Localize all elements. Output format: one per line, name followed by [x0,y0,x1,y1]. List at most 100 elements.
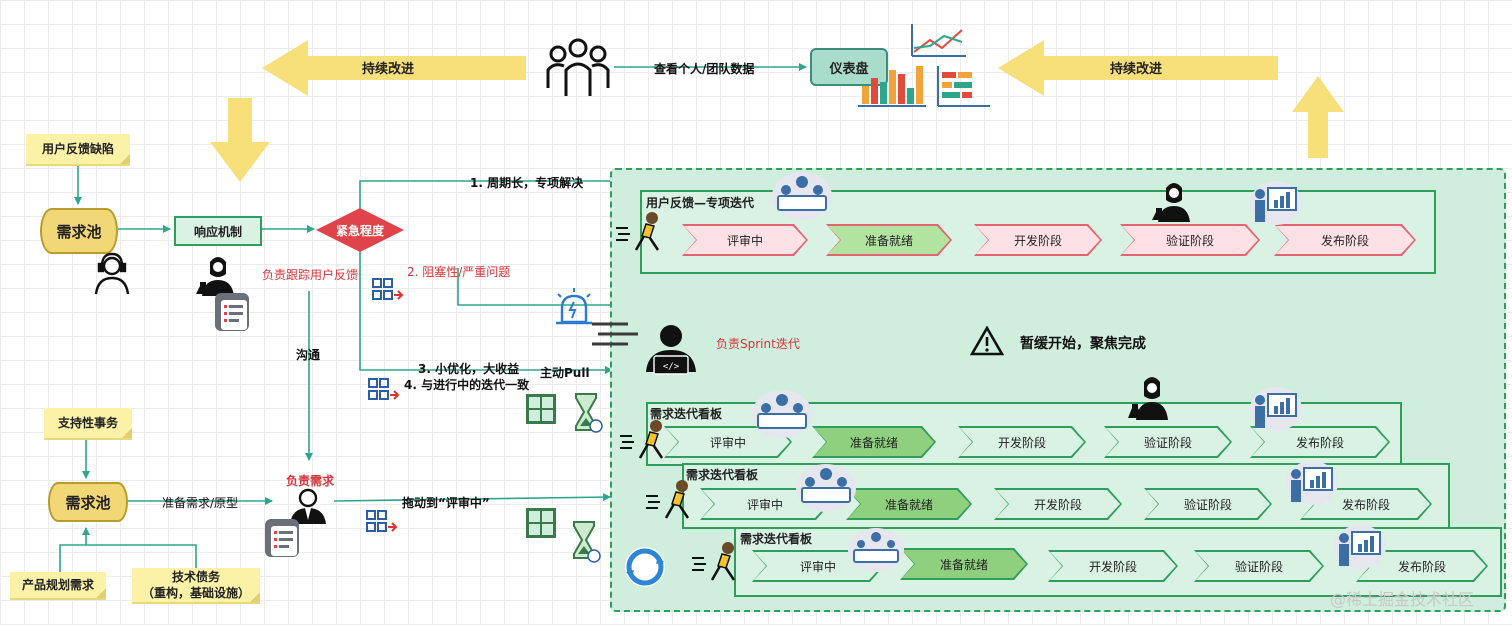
board4-stage-verify[interactable]: 验证阶段 [1194,550,1324,582]
branch-2-label: 2. 阻塞性/严重问题 [407,265,511,279]
demand-pool-upper[interactable]: 需求池 [40,208,118,254]
scientist-icon-upper [196,257,234,296]
tech-debt-title: 技术债务 [171,569,220,584]
prepare-label: 准备需求/原型 [162,496,239,510]
board4-stage-verify-label: 验证阶段 [1196,552,1322,580]
dashboard-charts-icon [858,24,990,107]
warning-icon [970,326,1004,356]
improve-label-left: 持续改进 [362,62,415,77]
board4-stage-dev-label: 开发阶段 [1050,552,1176,580]
board4-stage-release[interactable]: 发布阶段 [1356,550,1488,582]
svg-text:</>: </> [663,362,680,372]
board-iteration-3-title: 需求迭代看板 [740,532,813,546]
board2-stage-ready-label: 准备就绪 [814,428,934,456]
runner-icon-2 [620,420,664,459]
meeting-icon-3 [796,464,856,512]
presenter-icon-4 [1334,525,1386,569]
hourglass-icon-1 [575,393,603,433]
scientist-icon-board1 [1152,183,1190,222]
kanban-move-icon-1 [372,278,404,300]
board4-stage-dev[interactable]: 开发阶段 [1048,550,1178,582]
team-icon [546,38,610,96]
board2-stage-release-label: 发布阶段 [1252,428,1388,456]
board4-stage-ready[interactable]: 准备就绪 [900,548,1028,580]
board1-stage-verify[interactable]: 验证阶段 [1120,224,1260,256]
meeting-icon-4 [848,528,904,572]
cycle-icon [625,547,665,587]
board3-stage-ready-label: 准备就绪 [848,490,970,518]
branch-1-label: 1. 周期长，专项解决 [470,176,584,190]
board2-stage-verify-label: 验证阶段 [1106,428,1230,456]
sticky-user-feedback: 用户反馈缺陷 [26,134,130,166]
scientist-icon-board2 [1128,377,1168,420]
kanban-move-icon-3 [366,510,398,532]
meeting-icon-2 [752,390,812,438]
board1-stage-dev[interactable]: 开发阶段 [974,224,1102,256]
developer-icon: </> [646,325,696,375]
sticky-tech-debt: 技术债务 （重构，基础设施） [132,568,260,604]
drag-label: 拖动到“评审中” [402,496,490,510]
sticky-support: 支持性事务 [44,408,132,440]
sticky-product-plan: 产品规划需求 [10,572,106,600]
tech-debt-subtitle: （重构，基础设施） [141,586,250,600]
board2-stage-review[interactable]: 评审中 [664,426,792,458]
presenter-icon-1 [1250,181,1302,225]
watermark: @稀土掘金技术社区 [1330,590,1475,609]
board4-stage-ready-label: 准备就绪 [902,550,1026,578]
board2-stage-dev-label: 开发阶段 [960,428,1084,456]
tracking-label: 负责跟踪用户反馈 [262,268,359,282]
board2-stage-ready[interactable]: 准备就绪 [812,426,936,458]
communicate-label: 沟通 [296,348,321,362]
board3-stage-ready[interactable]: 准备就绪 [846,488,972,520]
urgency-diamond[interactable] [316,208,404,252]
board1-stage-review-label: 评审中 [684,226,806,254]
board1-stage-release[interactable]: 发布阶段 [1274,224,1416,256]
urgency-label: 紧急程度 [336,224,385,238]
demand-pool-lower[interactable]: 需求池 [48,482,128,522]
document-icon-lower [265,519,299,557]
improve-arrow-left [262,40,526,96]
hourglass-icon-2 [573,521,601,563]
speed-lines-icon [592,322,638,346]
board1-stage-ready-label: 准备就绪 [828,226,950,254]
branch-4-label: 4. 与进行中的迭代一致 [404,378,530,392]
board2-stage-verify[interactable]: 验证阶段 [1104,426,1232,458]
grid-green-icon-1 [526,394,556,424]
focus-label: 暂缓开始，聚焦完成 [1020,336,1146,352]
meeting-icon-1 [772,172,832,220]
board1-stage-ready[interactable]: 准备就绪 [826,224,952,256]
manager-icon [290,488,326,524]
board3-stage-verify-label: 验证阶段 [1146,490,1270,518]
board1-stage-verify-label: 验证阶段 [1122,226,1258,254]
improve-arrow-right [998,40,1278,96]
runner-icon-3 [646,480,690,519]
sprint-owner-label: 负责Sprint迭代 [716,337,800,351]
board-iteration-1-title: 需求迭代看板 [650,407,723,421]
presenter-icon-3 [1286,461,1338,505]
board2-stage-dev[interactable]: 开发阶段 [958,426,1086,458]
board3-stage-dev[interactable]: 开发阶段 [994,488,1122,520]
board-iteration-2-title: 需求迭代看板 [686,468,759,482]
branch-3-label: 3. 小优化，大收益 [418,362,520,376]
alarm-icon [556,288,592,325]
support-agent-icon [94,252,130,295]
board1-stage-dev-label: 开发阶段 [976,226,1100,254]
improve-label-right: 持续改进 [1110,62,1163,77]
board4-stage-release-label: 发布阶段 [1358,552,1486,580]
document-icon-upper [215,293,249,331]
runner-icon-1 [616,212,660,251]
board-feedback-title: 用户反馈—专项迭代 [646,196,755,210]
pull-label: 主动Pull [540,366,590,380]
response-mechanism-box[interactable]: 响应机制 [174,216,262,246]
presenter-icon-2 [1250,387,1302,431]
improve-arrow-down [210,98,270,182]
owner-label: 负责需求 [286,474,335,488]
board1-stage-review[interactable]: 评审中 [682,224,808,256]
board2-stage-release[interactable]: 发布阶段 [1250,426,1390,458]
grid-green-icon-2 [526,508,556,538]
view-data-label: 查看个人/团队数据 [654,62,755,76]
kanban-move-icon-2 [368,378,400,400]
improve-arrow-up [1292,76,1344,158]
board3-stage-verify[interactable]: 验证阶段 [1144,488,1272,520]
board1-stage-release-label: 发布阶段 [1276,226,1414,254]
